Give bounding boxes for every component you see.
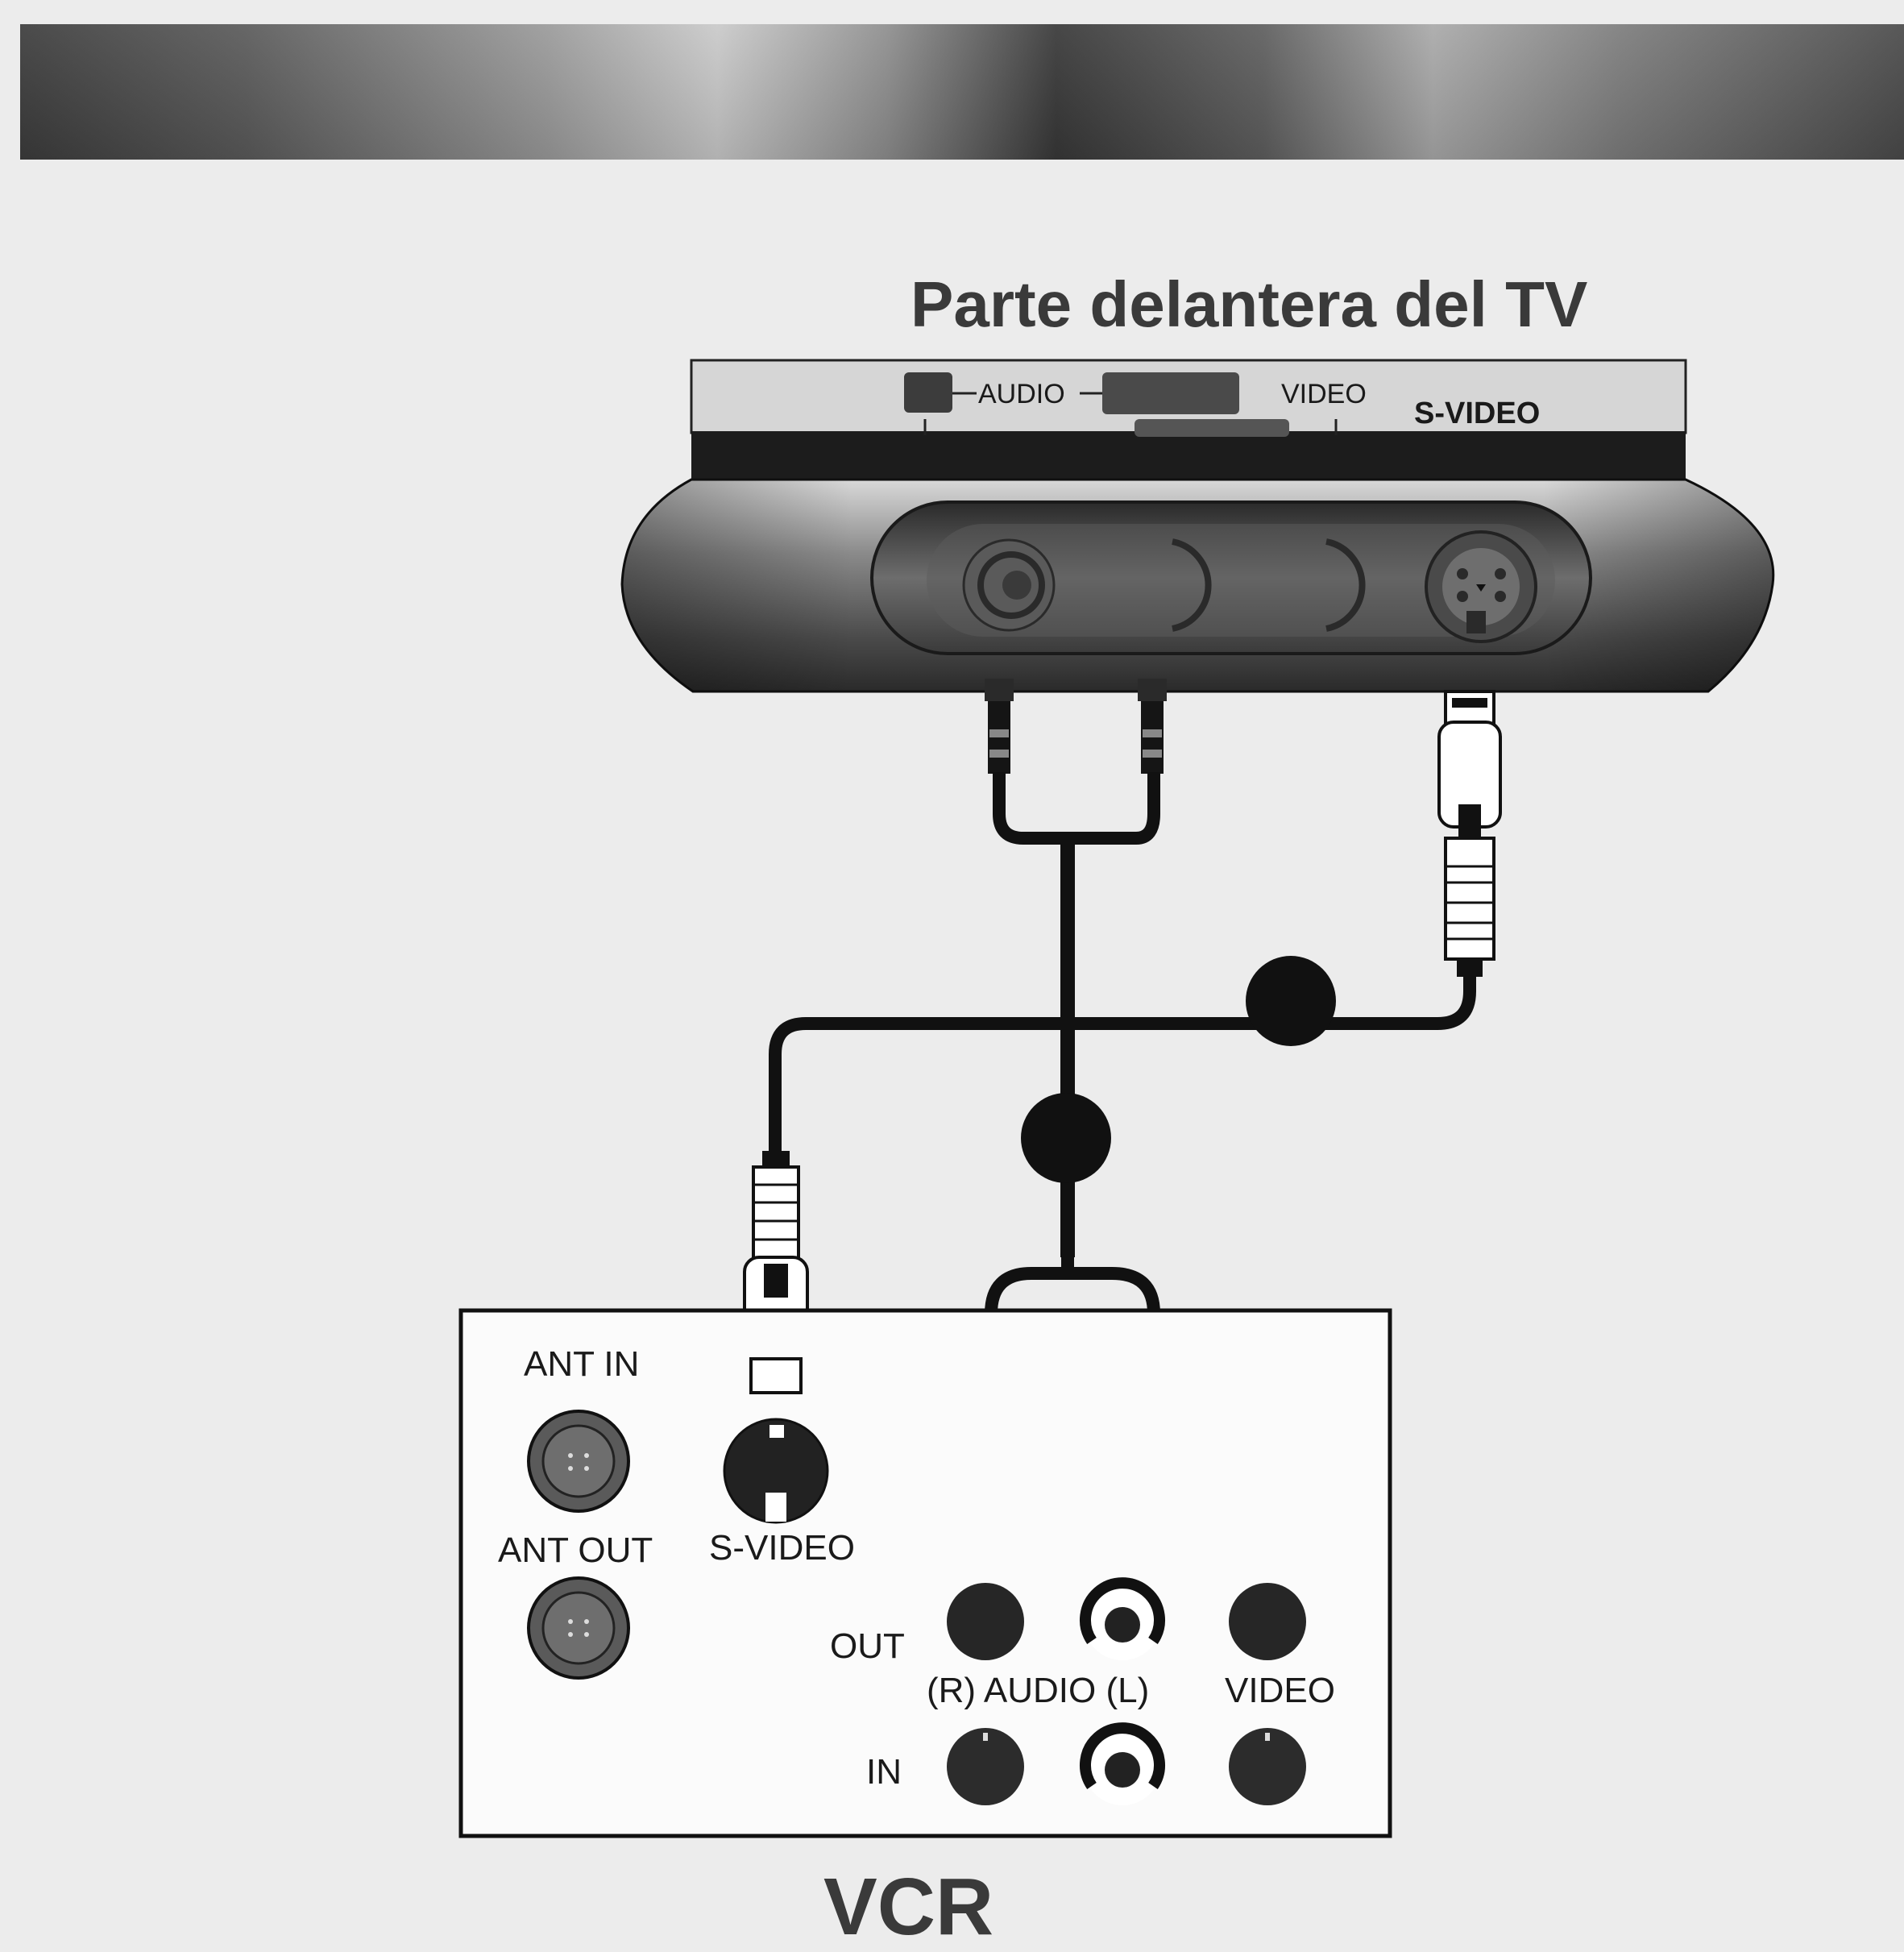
svideo-cable	[743, 690, 1502, 1394]
vcr-out-label: OUT	[830, 1626, 905, 1666]
vcr-video-label: VIDEO	[1225, 1671, 1335, 1710]
audio-swatch-left	[904, 372, 952, 413]
vcr-ant-in-label: ANT IN	[524, 1344, 639, 1384]
header-bar	[20, 24, 1904, 160]
vcr-out-audio-l-jack	[1080, 1577, 1165, 1660]
vcr-ant-in-jack	[527, 1410, 630, 1513]
tv-audio-label: AUDIO	[978, 379, 1065, 409]
vcr-back-panel: ANT IN ANT OUT S-VIDEO OUT	[458, 1308, 1392, 1838]
vcr-svideo-jack	[723, 1418, 829, 1524]
tv-audio-r-jack	[962, 538, 1056, 632]
tv-svideo-label: S-VIDEO	[1414, 397, 1540, 430]
tv-audio-l-jack	[1172, 538, 1212, 632]
tv-panel-title: Parte delantera del TV	[911, 268, 1587, 340]
audio-cable-top	[985, 679, 1167, 1257]
tv-front-panel: Parte delantera del TV AUDIO VIDEO S-VID…	[620, 268, 1775, 693]
vcr-in-video-jack	[1229, 1728, 1306, 1805]
vcr-out-audio-r-jack	[947, 1583, 1024, 1660]
vcr-out-video-jack	[1229, 1583, 1306, 1660]
tv-svideo-jack	[1425, 530, 1537, 643]
vcr-in-audio-l-jack	[1080, 1722, 1165, 1805]
vcr-ant-out-jack	[527, 1576, 630, 1680]
av-cable-marker	[1021, 1093, 1111, 1183]
vcr-svideo-label: S-VIDEO	[709, 1528, 855, 1568]
vcr-in-label: IN	[866, 1752, 902, 1792]
svideo-cable-marker	[1246, 956, 1336, 1046]
audio-swatch-right	[1102, 372, 1239, 414]
vcr-audio-label: (R) AUDIO (L)	[927, 1671, 1149, 1710]
tv-dark-band	[691, 431, 1686, 480]
vcr-in-audio-r-jack	[947, 1728, 1024, 1805]
tv-video-jack	[1325, 538, 1366, 632]
vcr-ant-out-label: ANT OUT	[498, 1530, 653, 1570]
tv-video-label: VIDEO	[1281, 379, 1367, 409]
vcr-title: VCR	[823, 1862, 993, 1952]
